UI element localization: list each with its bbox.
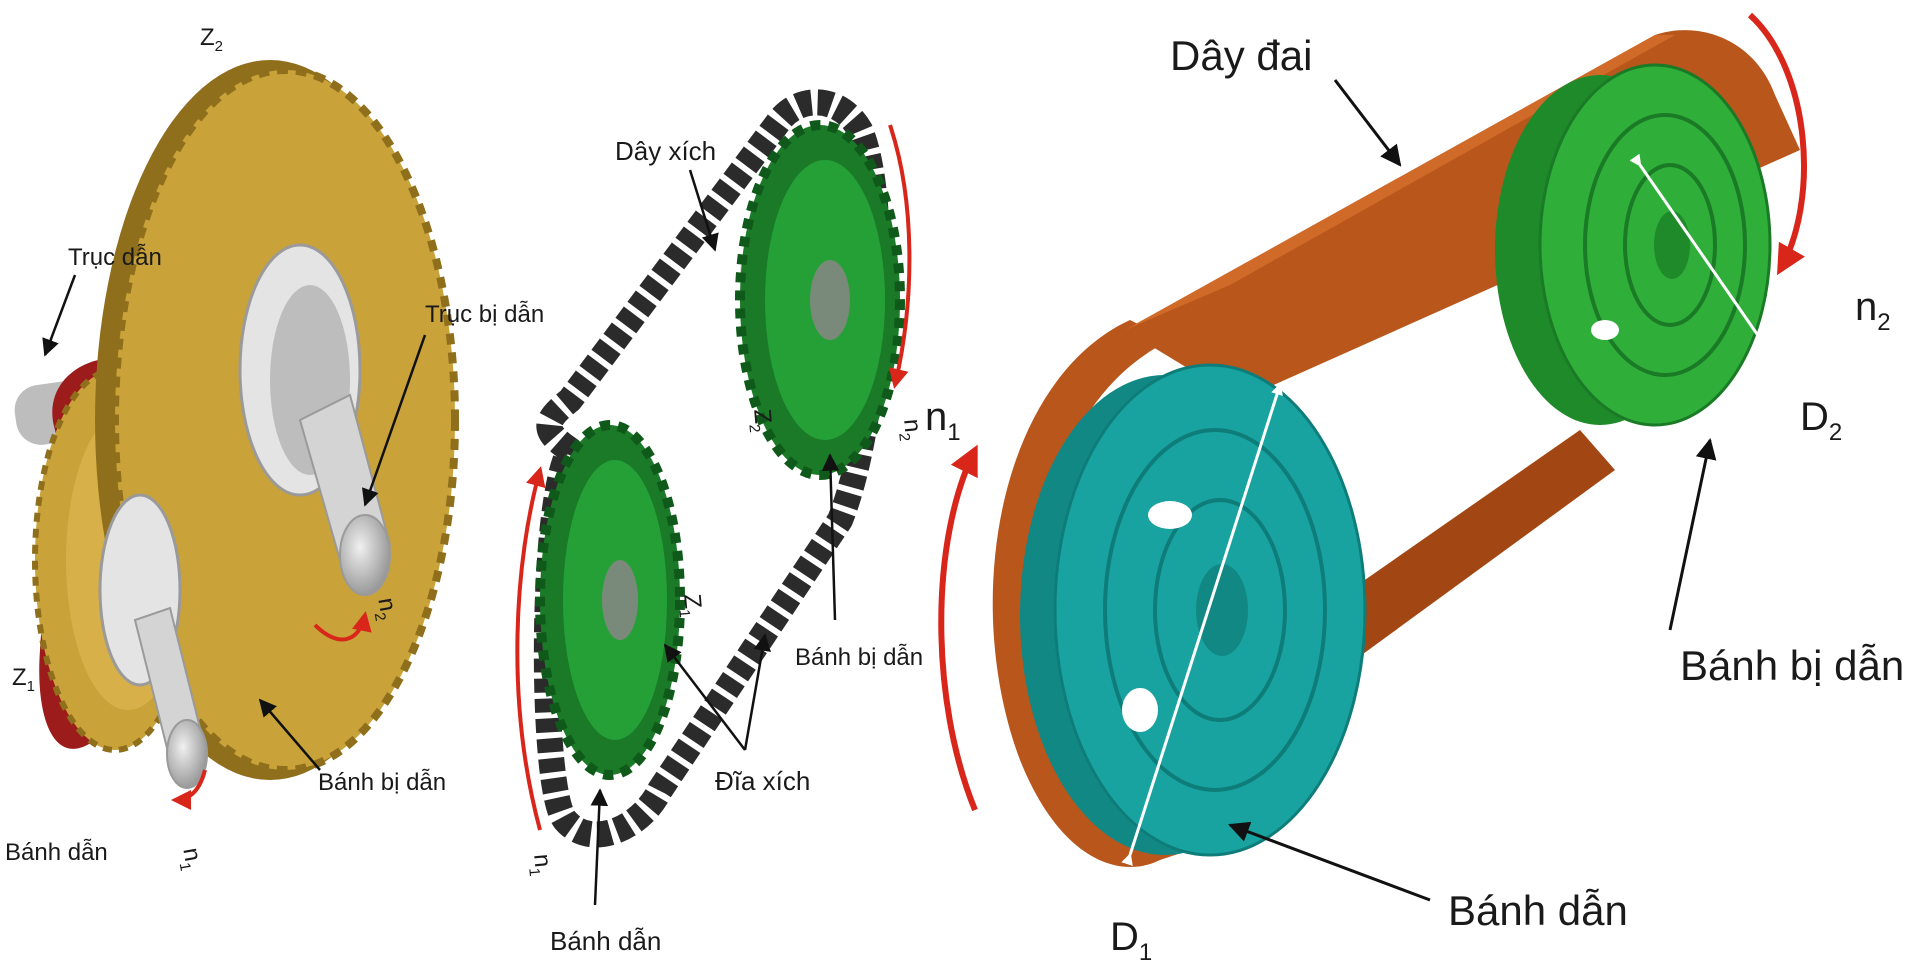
driven-pulley [1495, 63, 1772, 427]
chain-sprocket-label: Đĩa xích [715, 766, 810, 796]
gear-z2-label: Z2 [200, 24, 223, 55]
belt-n1-label: n1 [925, 395, 961, 446]
belt-belt-leader [1333, 79, 1402, 167]
chain-n2-rotation-arrow [888, 124, 912, 389]
chain-panel: Dây xích Z2 n2 Z1 Bánh bị dẫn Đĩa xích n… [515, 89, 927, 956]
pulley-d2-diameter-arrow [1629, 153, 1777, 362]
belt-driving-wheel-leader [1228, 821, 1431, 902]
gear-z1-label: Z1 [12, 664, 35, 695]
driving-sprocket [535, 420, 685, 780]
chain-sprocket-leader-1 [663, 643, 746, 751]
chain-chain-leader [688, 169, 719, 252]
belt-n2-label: n2 [1855, 285, 1891, 336]
belt-panel: Dây đai n2 D2 n1 Bánh bị dẫn Bánh dẫn D1 [925, 12, 1904, 966]
belt-driving-wheel-label: Bánh dẫn [1448, 887, 1628, 934]
chain-sprocket-leader-2 [743, 633, 771, 751]
belt-n1-rotation-arrow [938, 444, 978, 812]
chain-z1-label: Z1 [674, 593, 707, 619]
pulley-d1-diameter-arrow [1121, 382, 1283, 866]
chain-n2-label: n2 [894, 418, 927, 442]
belt-belt-label: Dây đai [1170, 32, 1312, 79]
chain-driven-wheel-label: Bánh bị dẫn [795, 644, 923, 671]
driving-shaft [98, 493, 208, 789]
gear-n1-label: n1 [173, 846, 207, 873]
gear-n1-rotation-arrow [171, 769, 207, 810]
driven-sprocket [735, 120, 905, 480]
chain-chain-label: Dây xích [615, 136, 716, 166]
gear-driven-wheel-leader [258, 698, 321, 771]
gear-n2-label: n2 [368, 596, 402, 623]
gear-panel: Z2 Trục dẫn Trục bị dẫn Z1 Bánh bị dẫn B… [5, 24, 544, 872]
gear-driving-wheel-label: Bánh dẫn [5, 839, 108, 866]
belt-driven-wheel-label: Bánh bị dẫn [1680, 642, 1904, 689]
gear-n2-rotation-arrow [313, 611, 372, 642]
chain-driving-wheel-label: Bánh dẫn [550, 926, 661, 956]
driving-pulley [1020, 363, 1367, 857]
belt-n2-rotation-arrow [1747, 12, 1807, 276]
gear-driven-shaft-label: Trục bị dẫn [425, 301, 544, 328]
gear-driven-wheel-label: Bánh bị dẫn [318, 769, 446, 796]
chain-n1-label: n1 [524, 853, 557, 877]
driven-shaft [238, 243, 392, 596]
belt-d1-label: D1 [1110, 915, 1152, 966]
belt-d2-label: D2 [1800, 395, 1842, 446]
gear-driving-shaft-label: Trục dẫn [68, 244, 162, 271]
gear-driving-shaft-leader [42, 274, 77, 357]
chain-n1-rotation-arrow [515, 466, 546, 831]
chain-driven-wheel-leader [821, 453, 840, 621]
chain-z2-label: Z2 [744, 408, 777, 434]
gear-driven-shaft-leader [361, 334, 427, 507]
belt-driven-wheel-leader [1668, 437, 1717, 631]
chain-driving-wheel-leader [590, 788, 609, 906]
